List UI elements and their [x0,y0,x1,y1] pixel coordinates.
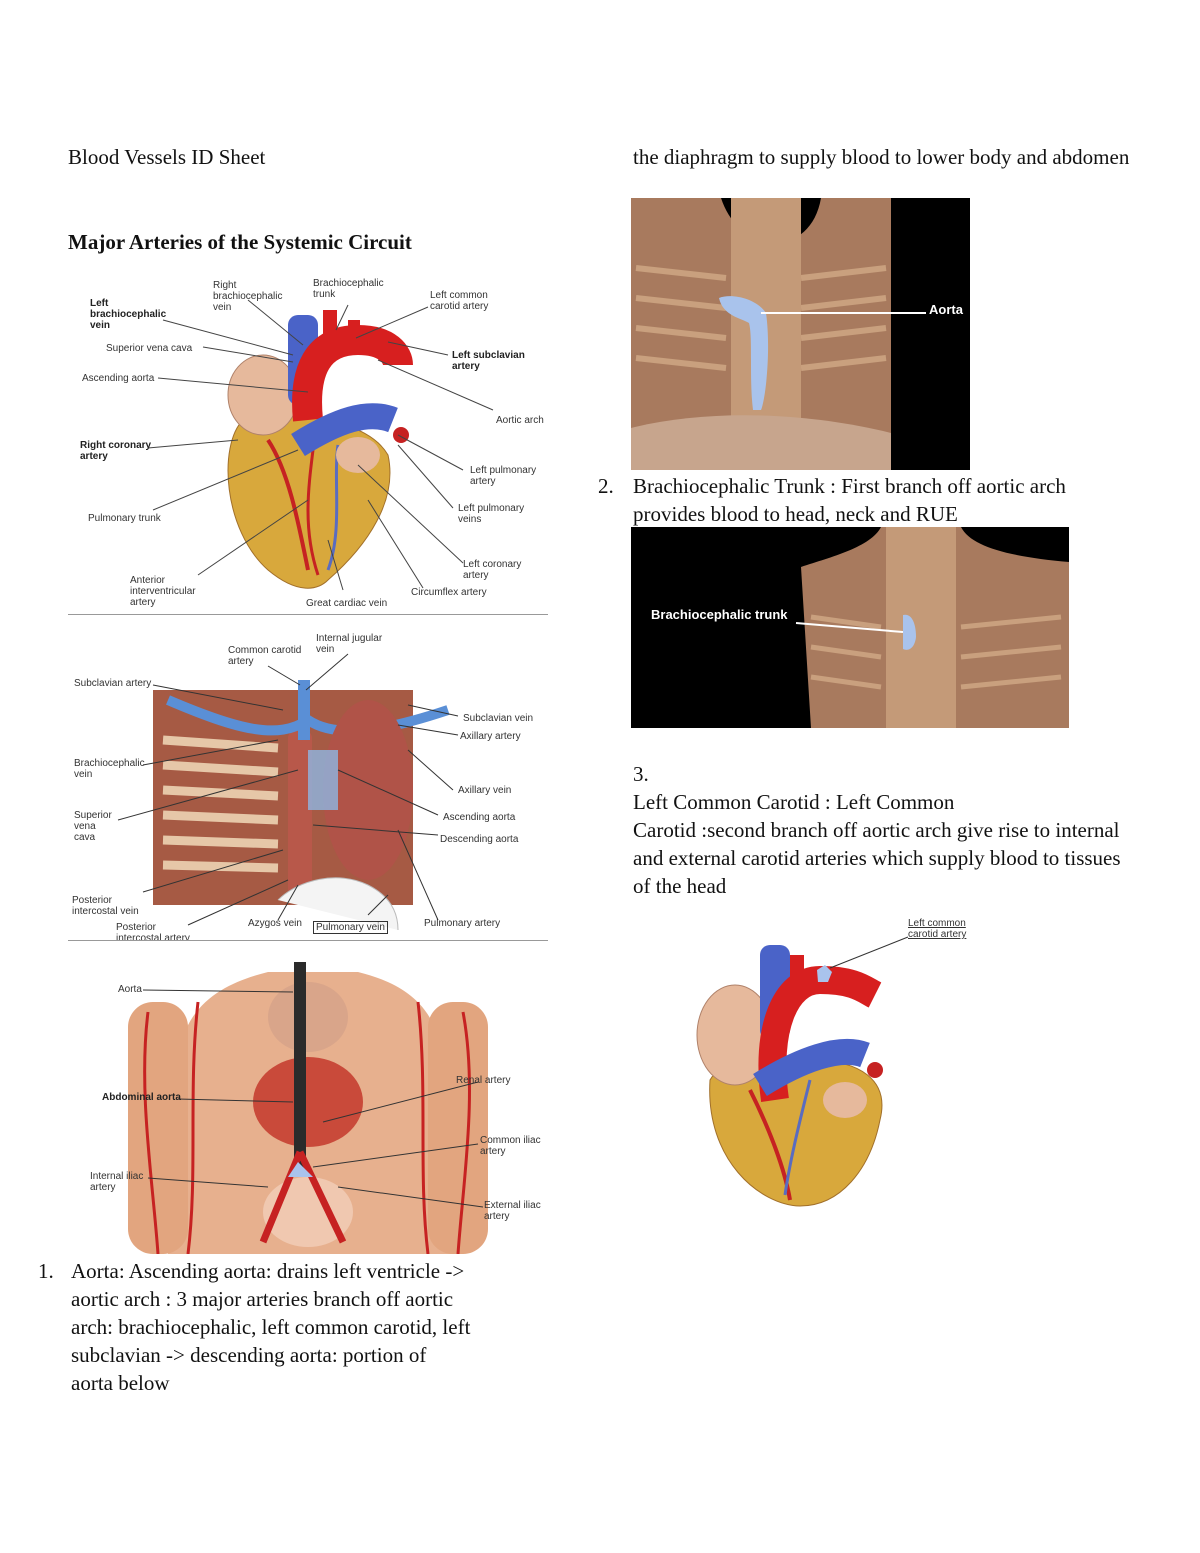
label-left-subclavian: Left subclavian artery [452,350,525,372]
label-common-carotid: Common carotid artery [228,645,302,667]
label-great-cardiac-vein: Great cardiac vein [306,598,388,609]
item-2-number: 2. [598,474,614,498]
label-azygos-vein: Azygos vein [248,918,302,929]
label-axillary-artery: Axillary artery [460,731,521,742]
cadaver-aorta-photo: Aorta [631,198,970,470]
label-left-common-carotid-model: Left common carotid artery [908,918,967,940]
heart-model-illustration [696,936,909,1207]
label-subclavian-vein: Subclavian vein [463,713,534,724]
thorax-vessels-figure: Internal jugular vein Common carotid art… [68,630,548,940]
label-posterior-intercostal-artery: Posterior intercostal artery [116,922,190,940]
figure-divider-2 [68,940,548,941]
label-brachiocephalic-vein: Brachiocephalic vein [74,758,145,780]
label-ascending-aorta-2: Ascending aorta [443,812,516,823]
thorax-illustration [117,653,459,931]
label-brachiocephalic-trunk: Brachiocephalic trunk [313,278,384,300]
label-superior-vena-cava-2: Superior vena cava [74,810,112,843]
label-right-coronary: Right coronary artery [80,440,152,462]
label-brachiocephalic-trunk-photo: Brachiocephalic trunk [651,607,788,622]
item-2-text: Brachiocephalic Trunk : First branch off… [633,474,1066,526]
torso-illustration [128,962,488,1254]
label-aorta: Aorta [118,984,142,995]
cadaver-brachiocephalic-photo: Brachiocephalic trunk [631,527,1069,728]
label-abdominal-aorta: Abdominal aorta [102,1092,181,1103]
section-heading: Major Arteries of the Systemic Circuit [68,230,412,254]
label-subclavian-artery: Subclavian artery [74,678,152,689]
label-internal-jugular: Internal jugular vein [316,633,383,655]
label-left-pulmonary-veins: Left pulmonary veins [458,503,525,525]
heart-anatomy-figure: Right brachiocephalic vein Brachiocephal… [68,270,548,615]
label-posterior-intercostal-vein: Posterior intercostal vein [72,895,139,917]
label-axillary-vein: Axillary vein [458,785,512,796]
label-superior-vena-cava: Superior vena cava [106,343,193,354]
label-left-brachiocephalic-vein: Left brachiocephalic vein [90,298,167,331]
item-1-text: Aorta: Ascending aorta: drains left vent… [71,1259,471,1395]
label-left-coronary: Left coronary artery [463,559,522,581]
label-left-pulmonary-artery: Left pulmonary artery [470,465,537,487]
figure-divider [68,614,548,615]
item-3-text: Carotid :second branch off aortic arch g… [633,818,1121,898]
cadaver-brachiocephalic-illustration [795,527,1069,728]
label-pulmonary-trunk: Pulmonary trunk [88,513,161,524]
label-external-iliac: External iliac artery [484,1200,541,1222]
item-3-title: Left Common Carotid : Left Common [633,790,955,814]
label-aortic-arch: Aortic arch [496,415,544,426]
heart-model-carotid-figure: Left common carotid artery [690,910,990,1210]
continuation-text: the diaphragm to supply blood to lower b… [633,145,1130,169]
item-1-number: 1. [38,1259,54,1283]
label-ascending-aorta: Ascending aorta [82,373,155,384]
label-common-iliac: Common iliac artery [480,1135,541,1157]
heart-illustration [147,299,494,591]
torso-arteries-figure: Aorta Renal artery Abdominal aorta Commo… [68,942,548,1254]
document-title: Blood Vessels ID Sheet [68,145,266,169]
label-aorta-photo: Aorta [929,302,963,317]
label-circumflex: Circumflex artery [411,587,487,598]
label-left-common-carotid: Left common carotid artery [430,290,489,312]
label-internal-iliac: Internal iliac artery [90,1171,144,1193]
item-3-number: 3. [633,762,649,786]
label-descending-aorta: Descending aorta [440,834,519,845]
cadaver-aorta-illustration [631,198,926,470]
label-anterior-interventricular: Anterior interventricular artery [130,575,196,608]
label-renal-artery: Renal artery [456,1075,511,1086]
label-right-brachiocephalic-vein: Right brachiocephalic vein [213,280,283,313]
label-pulmonary-artery: Pulmonary artery [424,918,501,929]
label-pulmonary-vein: Pulmonary vein [313,921,388,934]
